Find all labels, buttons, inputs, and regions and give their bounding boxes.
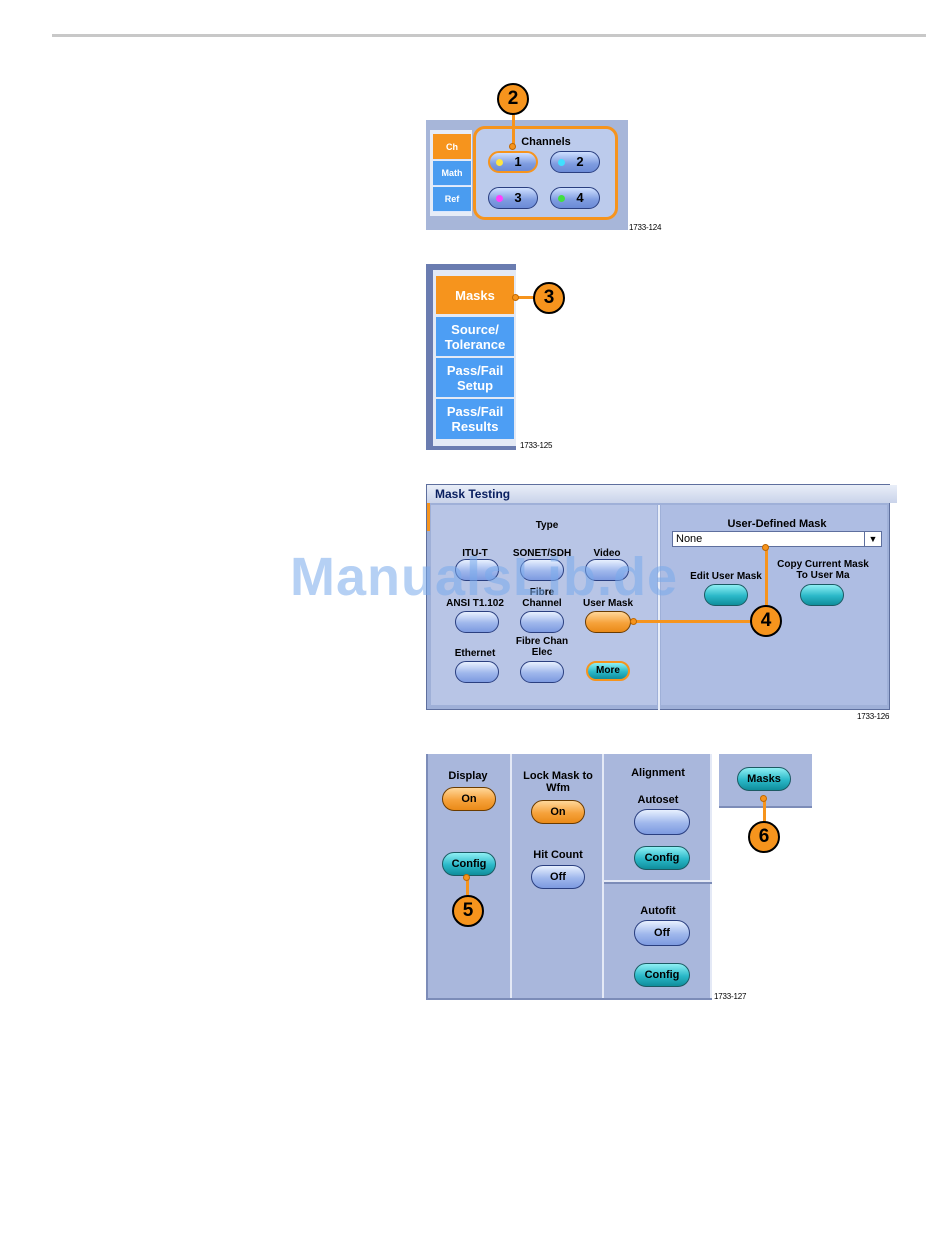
fibre-chan-elec-label: Fibre Chan Elec (515, 636, 569, 658)
sonet-sdh-button[interactable] (520, 559, 564, 581)
edit-user-mask-button[interactable] (704, 584, 748, 606)
channel-2-label: 2 (576, 154, 584, 169)
mask-testing-title: Mask Testing (427, 485, 897, 503)
mask-setup-panel: Display On Config Lock Mask to Wfm On Hi… (426, 754, 712, 1000)
copy-current-button[interactable] (800, 584, 844, 606)
mask-menu-figure: Masks Source/ Tolerance Pass/Fail Setup … (426, 264, 516, 450)
autofit-config-label: Config (644, 969, 680, 981)
channel-3-label: 3 (514, 190, 522, 205)
callout-5-dot (463, 874, 470, 881)
tab-ref[interactable]: Ref (433, 187, 471, 212)
callout-5-leader (466, 877, 469, 897)
lock-mask-label: Lock Mask to Wfm (523, 770, 593, 794)
lock-mask-on-label: On (550, 806, 566, 818)
alignment-label: Alignment (631, 767, 685, 779)
channel-1-color-icon (496, 159, 503, 166)
autoset-label: Autoset (637, 794, 679, 806)
figure-id-125: 1733-125 (520, 441, 553, 450)
callout-4-leader-left (633, 620, 751, 623)
autoset-config-label: Config (644, 852, 680, 864)
chevron-down-icon[interactable]: ▼ (864, 532, 881, 546)
callout-3-dot (512, 294, 519, 301)
channel-3-button[interactable]: 3 (488, 187, 538, 209)
autofit-label: Autofit (640, 905, 676, 917)
display-on-button[interactable]: On (442, 787, 496, 811)
channel-2-button[interactable]: 2 (550, 151, 600, 173)
hit-count-label: Hit Count (533, 849, 583, 861)
callout-4-leader-up (765, 547, 768, 607)
dropdown-value: None (676, 533, 703, 545)
edit-user-mask-label: Edit User Mask (690, 571, 762, 582)
channels-panel-figure: Ch Math Ref Channels 1 2 3 4 (426, 120, 628, 230)
display-on-label: On (461, 793, 477, 805)
masks-button[interactable]: Masks (737, 767, 791, 791)
fibre-channel-label: Fibre Channel (522, 587, 562, 609)
ethernet-button[interactable] (455, 661, 499, 683)
callout-3-leader (515, 296, 535, 299)
callout-4-dot-dropdown (762, 544, 769, 551)
autoset-button[interactable] (634, 809, 690, 835)
display-config-button[interactable]: Config (442, 852, 496, 876)
autofit-off-label: Off (654, 927, 670, 939)
page-header-rule (52, 34, 926, 37)
more-label: More (596, 665, 620, 676)
itu-t-label: ITU-T (462, 548, 488, 559)
callout-4-dot-usermask (630, 618, 637, 625)
ethernet-label: Ethernet (454, 648, 496, 659)
display-config-label: Config (451, 858, 487, 870)
ansi-button[interactable] (455, 611, 499, 633)
callout-2-dot (509, 143, 516, 150)
channel-4-button[interactable]: 4 (550, 187, 600, 209)
itu-t-button[interactable] (455, 559, 499, 581)
ansi-label: ANSI T1.102 (446, 598, 504, 609)
channel-3-color-icon (496, 195, 503, 202)
display-label: Display (448, 770, 488, 782)
autoset-config-button[interactable]: Config (634, 846, 690, 870)
hit-count-off-button[interactable]: Off (531, 865, 585, 889)
callout-6-dot (760, 795, 767, 802)
callout-4: 4 (750, 605, 782, 637)
sonet-sdh-label: SONET/SDH (512, 548, 572, 559)
autofit-off-button[interactable]: Off (634, 920, 690, 946)
type-label: Type (535, 520, 559, 531)
channel-1-label: 1 (514, 154, 522, 169)
figure-id-124: 1733-124 (629, 223, 662, 232)
channel-2-color-icon (558, 159, 565, 166)
channels-label: Channels (521, 136, 571, 148)
hit-count-off-label: Off (550, 871, 566, 883)
masks-button-label: Masks (747, 773, 781, 785)
callout-6-leader (763, 798, 766, 822)
tab-ch[interactable]: Ch (433, 134, 471, 160)
menu-pass-fail-results[interactable]: Pass/Fail Results (436, 399, 514, 439)
video-label: Video (593, 548, 621, 559)
user-defined-mask-label: User-Defined Mask (727, 518, 827, 530)
autofit-config-button[interactable]: Config (634, 963, 690, 987)
channel-1-button[interactable]: 1 (488, 151, 538, 173)
user-mask-button[interactable] (585, 611, 631, 633)
callout-2-leader (512, 114, 515, 146)
tab-math[interactable]: Math (433, 161, 471, 186)
callout-6: 6 (748, 821, 780, 853)
figure-id-127: 1733-127 (714, 992, 747, 1001)
menu-pass-fail-setup[interactable]: Pass/Fail Setup (436, 358, 514, 397)
channel-4-label: 4 (576, 190, 584, 205)
callout-3: 3 (533, 282, 565, 314)
watermark: ManualsLib.de (290, 547, 679, 607)
callout-5: 5 (452, 895, 484, 927)
menu-source-tolerance[interactable]: Source/ Tolerance (436, 317, 514, 356)
user-mask-label: User Mask (582, 598, 634, 609)
figure-id-126: 1733-126 (857, 712, 890, 721)
more-button[interactable]: More (586, 661, 630, 681)
fibre-chan-elec-button[interactable] (520, 661, 564, 683)
fibre-channel-button[interactable] (520, 611, 564, 633)
user-mask-dropdown[interactable]: None ▼ (672, 531, 882, 547)
video-button[interactable] (585, 559, 629, 581)
channel-4-color-icon (558, 195, 565, 202)
copy-current-label: Copy Current Mask To User Ma (777, 559, 869, 581)
lock-mask-on-button[interactable]: On (531, 800, 585, 824)
callout-2: 2 (497, 83, 529, 115)
mask-testing-panel: Mask Testing Type ITU-T SONET/SDH Video … (426, 484, 897, 710)
menu-masks[interactable]: Masks (436, 276, 514, 314)
